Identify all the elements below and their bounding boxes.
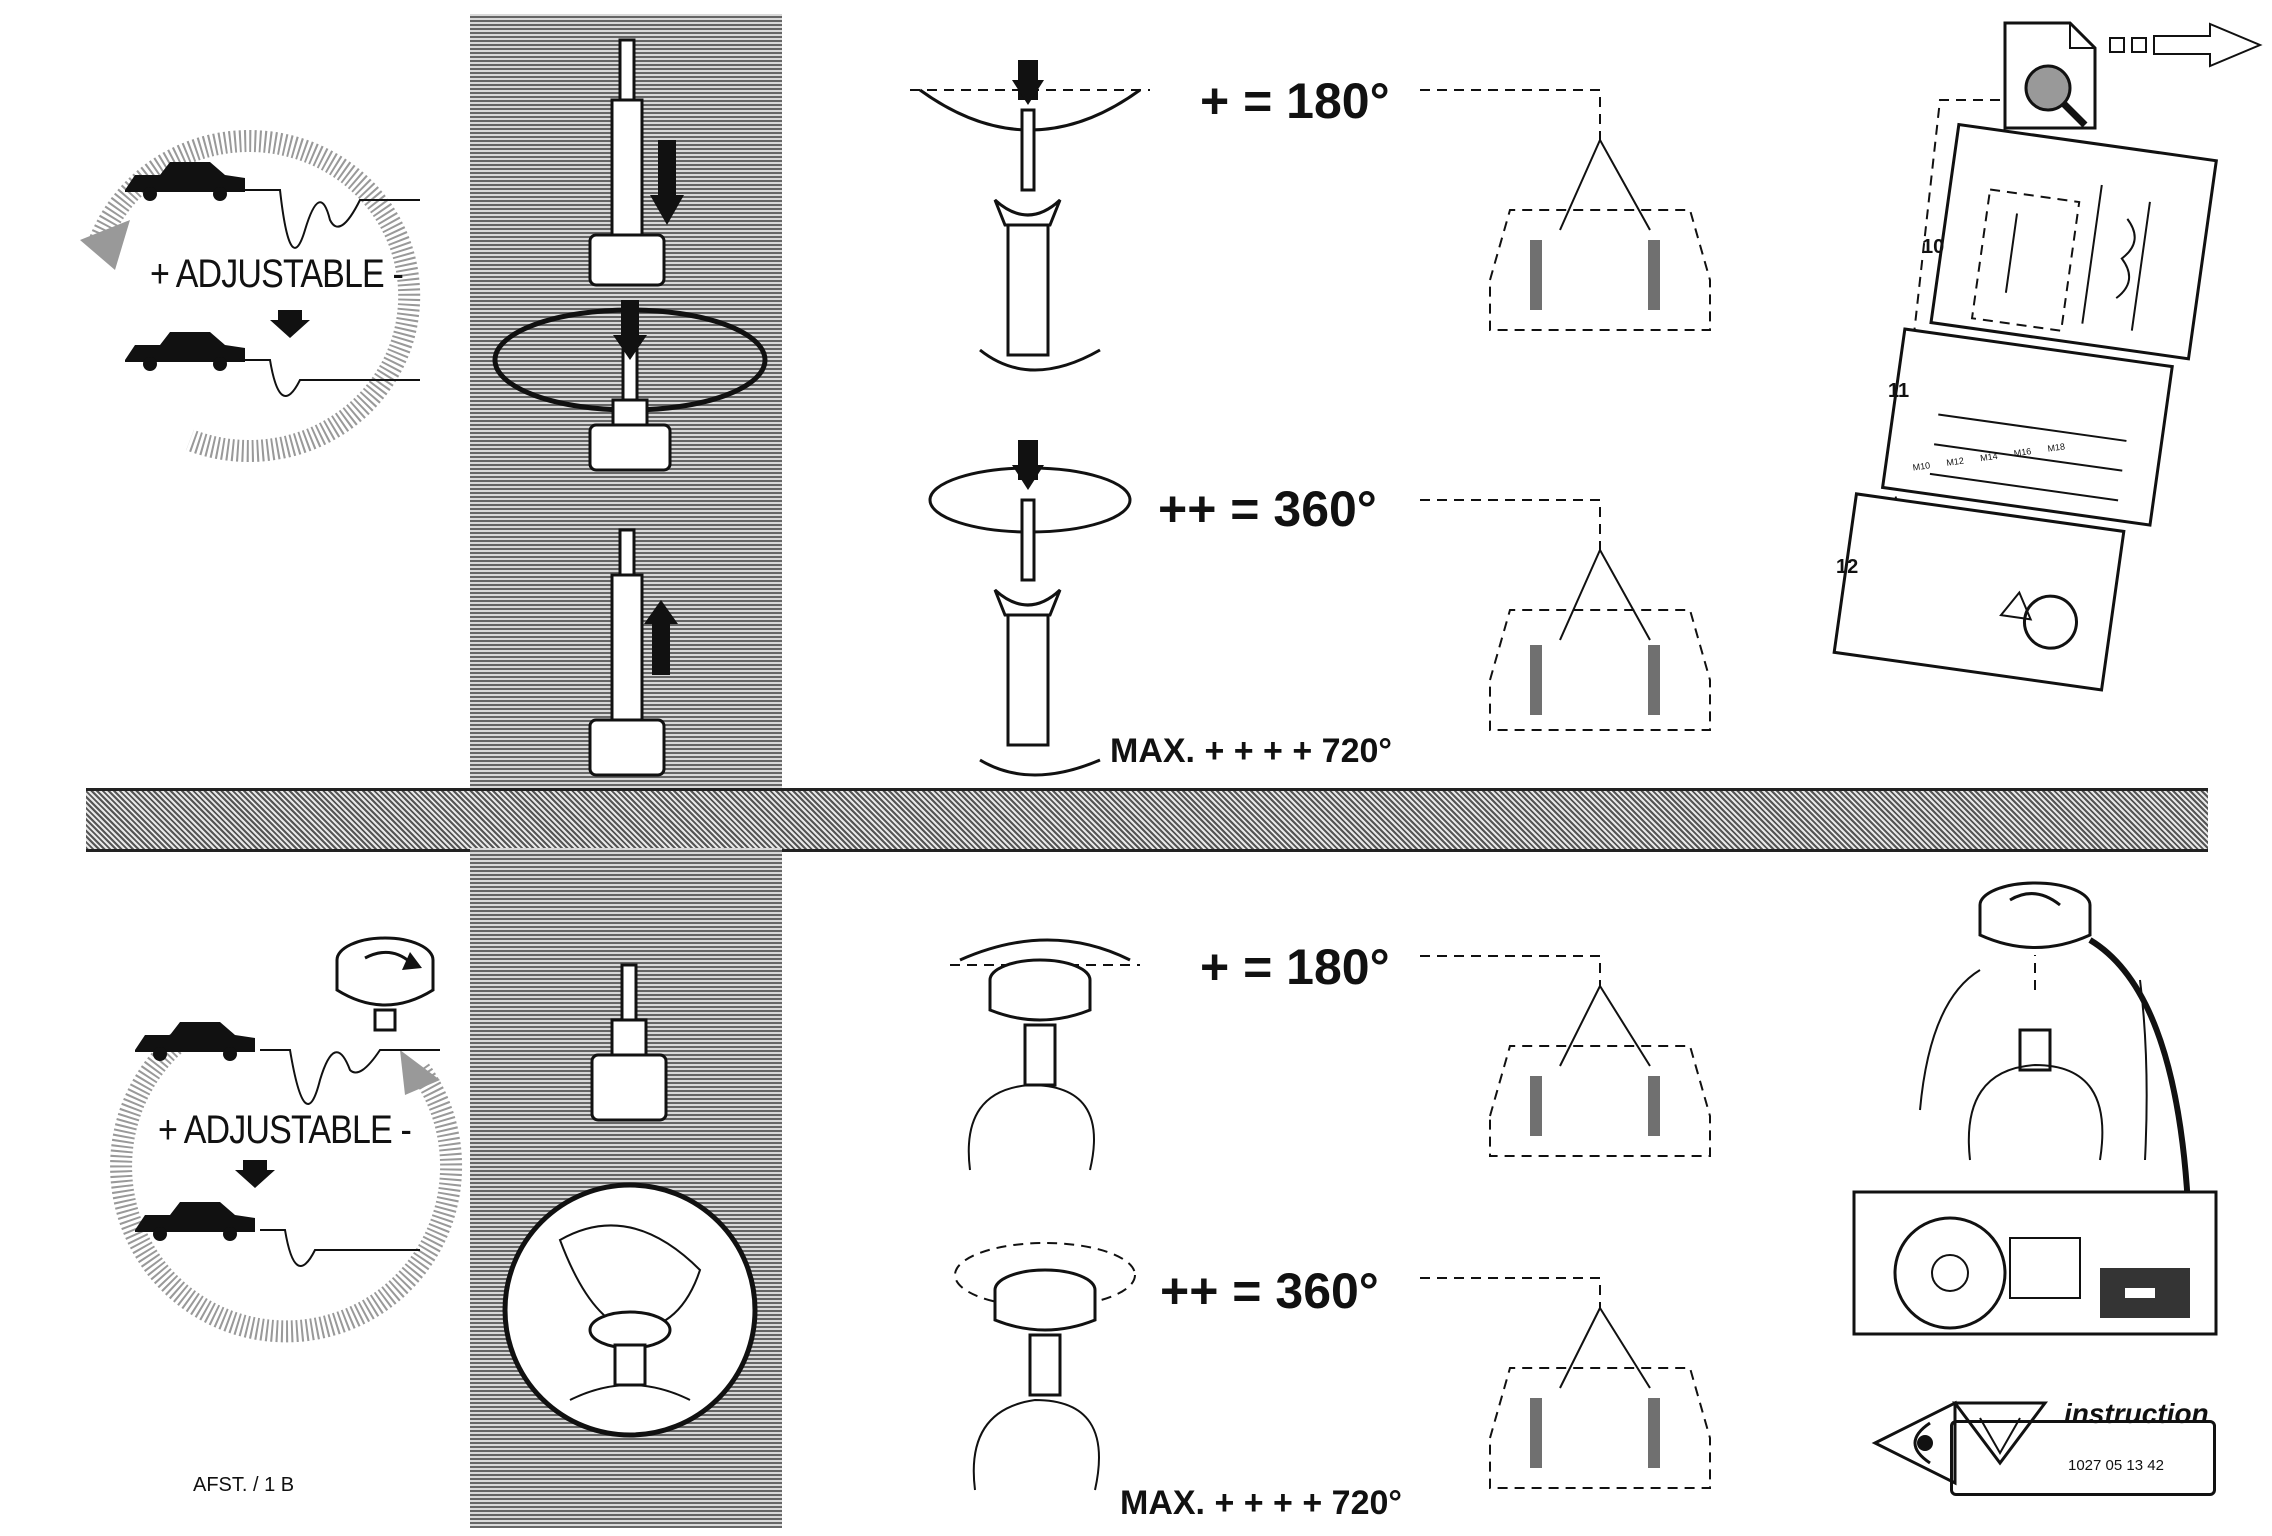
dashboard-illustration <box>1852 1190 2218 1336</box>
bottom-knob-180 <box>950 938 1140 1171</box>
top-car-rear-2 <box>1420 499 1711 731</box>
bottom-max-label: MAX. + + + + 720° <box>1120 1484 1402 1522</box>
bottom-shock-top <box>590 963 668 1122</box>
instruction-label: instruction <box>2064 1398 2209 1429</box>
engine-bay-knob <box>1919 881 2148 1161</box>
inset-step-11: 11 <box>1888 380 1910 402</box>
top-shock-rod-1 <box>588 38 684 287</box>
top-car-rear-1 <box>1420 89 1711 331</box>
arrow-right-outline-icon[interactable] <box>2109 20 2270 70</box>
inset-step-10: 10 <box>1922 236 1945 258</box>
bottom-step1-label: + = 180° <box>1200 939 1390 995</box>
section-divider-band <box>86 788 2208 852</box>
bottom-adjustable-label: + ADJUSTABLE - <box>158 1108 412 1152</box>
document-code: AFST. / 1 B <box>193 1474 295 1496</box>
top-adjustable-diagram <box>80 130 421 462</box>
instruction-card <box>1950 1420 2216 1496</box>
top-shock-rod-3 <box>588 528 678 777</box>
top-strut-360 <box>928 440 1132 777</box>
bottom-car-rear-2 <box>1420 1277 1711 1489</box>
bottom-step2-label: ++ = 360° <box>1160 1263 1379 1319</box>
bottom-adjustable-diagram <box>110 1022 463 1343</box>
top-strut-180 <box>910 60 1150 372</box>
top-adjustable-label: + ADJUSTABLE - <box>150 252 404 296</box>
instruction-inset <box>1832 99 2219 692</box>
top-step1-label: + = 180° <box>1200 73 1390 129</box>
top-shock-rod-2 <box>492 300 768 472</box>
adjustment-knob-icon <box>335 936 435 1032</box>
bottom-car-rear-1 <box>1420 955 1711 1157</box>
inset-step-12: 12 <box>1836 556 1859 578</box>
koni-logo <box>1952 1401 2048 1466</box>
top-step2-label: ++ = 360° <box>1158 481 1377 537</box>
top-max-label: MAX. + + + + 720° <box>1110 732 1392 770</box>
instruction-number: 1027 05 13 42 <box>2068 1457 2164 1474</box>
bottom-hand-adjust-circle <box>502 1182 758 1438</box>
bottom-knob-360 <box>954 1242 1136 1491</box>
document-magnifier-icon[interactable] <box>2000 18 2110 133</box>
eye-icon <box>1871 1400 1957 1486</box>
